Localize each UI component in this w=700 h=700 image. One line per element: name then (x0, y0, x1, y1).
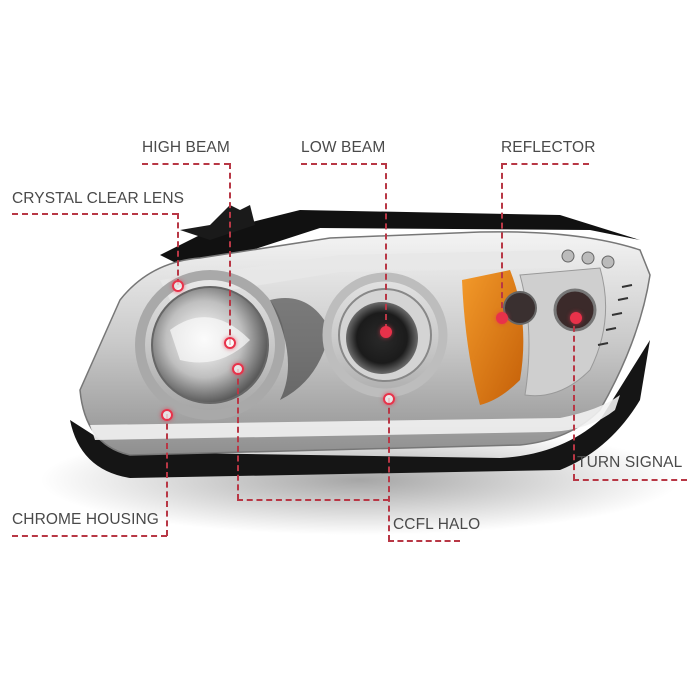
label-chrome-housing: CHROME HOUSING (12, 511, 159, 528)
reflector-line-v (501, 163, 503, 318)
low-beam-marker (380, 326, 392, 338)
reflector-marker (496, 312, 508, 324)
low-beam-line-h (301, 163, 387, 165)
high-beam-marker (224, 337, 236, 349)
turn-signal-line-v (573, 316, 575, 480)
ccfl-halo-marker-1 (232, 363, 244, 375)
high-beam-line-h (142, 163, 230, 165)
label-high-beam: HIGH BEAM (142, 139, 230, 156)
chrome-housing-line-v (166, 414, 168, 536)
label-reflector: REFLECTOR (501, 139, 596, 156)
chrome-housing-line-h (12, 535, 167, 537)
crystal-clear-lens-marker (172, 280, 184, 292)
label-crystal-clear-lens: CRYSTAL CLEAR LENS (12, 190, 185, 207)
high-beam-line-v (229, 163, 231, 345)
label-ccfl-halo: CCFL HALO (393, 516, 481, 533)
turn-signal-line-h (573, 479, 687, 481)
label-turn-signal: TURN SIGNAL (577, 454, 683, 471)
ccfl-halo-marker-2 (383, 393, 395, 405)
label-low-beam: LOW BEAM (301, 139, 386, 156)
crystal-clear-lens-line-v (177, 213, 179, 285)
crystal-clear-lens-line-h (12, 213, 178, 215)
turn-signal-marker (570, 312, 582, 324)
low-beam-line-v (385, 163, 387, 330)
ccfl-halo-line-h1 (237, 499, 389, 501)
chrome-housing-marker (161, 409, 173, 421)
reflector-line-h (501, 163, 589, 165)
ccfl-halo-line-v2 (388, 398, 390, 541)
ccfl-halo-line-v1 (237, 369, 239, 500)
ccfl-halo-line-h2 (388, 540, 460, 542)
